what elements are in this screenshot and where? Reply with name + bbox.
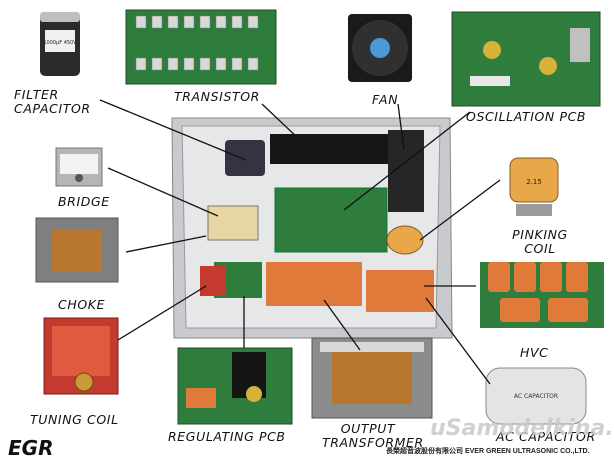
label-output-transformer: OUTPUT TRANSFORMER (322, 421, 424, 450)
company-name: 長榮超音波股份有限公司 EVER GREEN ULTRASONIC CO.,LT… (386, 448, 590, 455)
label-pinking-coil: PINKING COIL (512, 227, 568, 256)
label-tuning-coil: TUNING COIL (30, 412, 119, 427)
choke-picture (35, 217, 119, 283)
leader-lines (99, 99, 501, 385)
watermark: uSamodelkina.ru (430, 416, 614, 441)
label-hvc: HVC (520, 345, 549, 360)
leader-fan (397, 103, 405, 151)
brand-logo-text: EGR (8, 436, 54, 460)
generator-cabinet (171, 117, 453, 339)
leader-output-transformer (323, 299, 361, 351)
leader-ac-capacitor (425, 297, 491, 385)
capacitor-marking: 1000μF 450V (43, 40, 77, 46)
label-fan: FAN (372, 92, 399, 107)
leader-choke (125, 235, 207, 253)
leader-pinking-coil (419, 179, 501, 241)
label-ac-capacitor: AC CAPACITOR (496, 429, 596, 444)
label-regulating-pcb: REGULATING PCB (168, 429, 286, 444)
hvc-picture (480, 262, 604, 328)
label-bridge: BRIDGE (58, 194, 110, 209)
filter-capacitor-picture: 1000μF 450V (40, 12, 80, 76)
bridge-picture (55, 147, 103, 187)
output-transformer-picture (311, 337, 433, 419)
label-transistor: TRANSISTOR (174, 89, 260, 104)
fan-picture (348, 14, 412, 82)
label-filter-capacitor: FILTER CAPACITOR (14, 87, 91, 116)
leader-tuning-coil (117, 285, 207, 341)
ac-capacitor-picture: AC CAPACITOR (485, 367, 587, 425)
regulating-pcb-picture (177, 347, 293, 425)
tuning-coil-picture (43, 317, 119, 395)
leader-oscillation-pcb (343, 111, 471, 211)
leader-transistor (261, 103, 301, 141)
leader-filter-capacitor (99, 99, 247, 161)
label-choke: CHOKE (58, 297, 106, 312)
ac-capacitor-marking: AC CAPACITOR (514, 393, 558, 400)
transistor-board-picture (125, 9, 277, 85)
pinking-coil-picture: 2.15 (509, 157, 559, 216)
oscillation-pcb-picture (451, 11, 601, 107)
label-oscillation-pcb: OSCILLATION PCB (466, 109, 587, 124)
pinking-coil-marking: 2.15 (526, 178, 542, 186)
leader-bridge (107, 167, 219, 217)
